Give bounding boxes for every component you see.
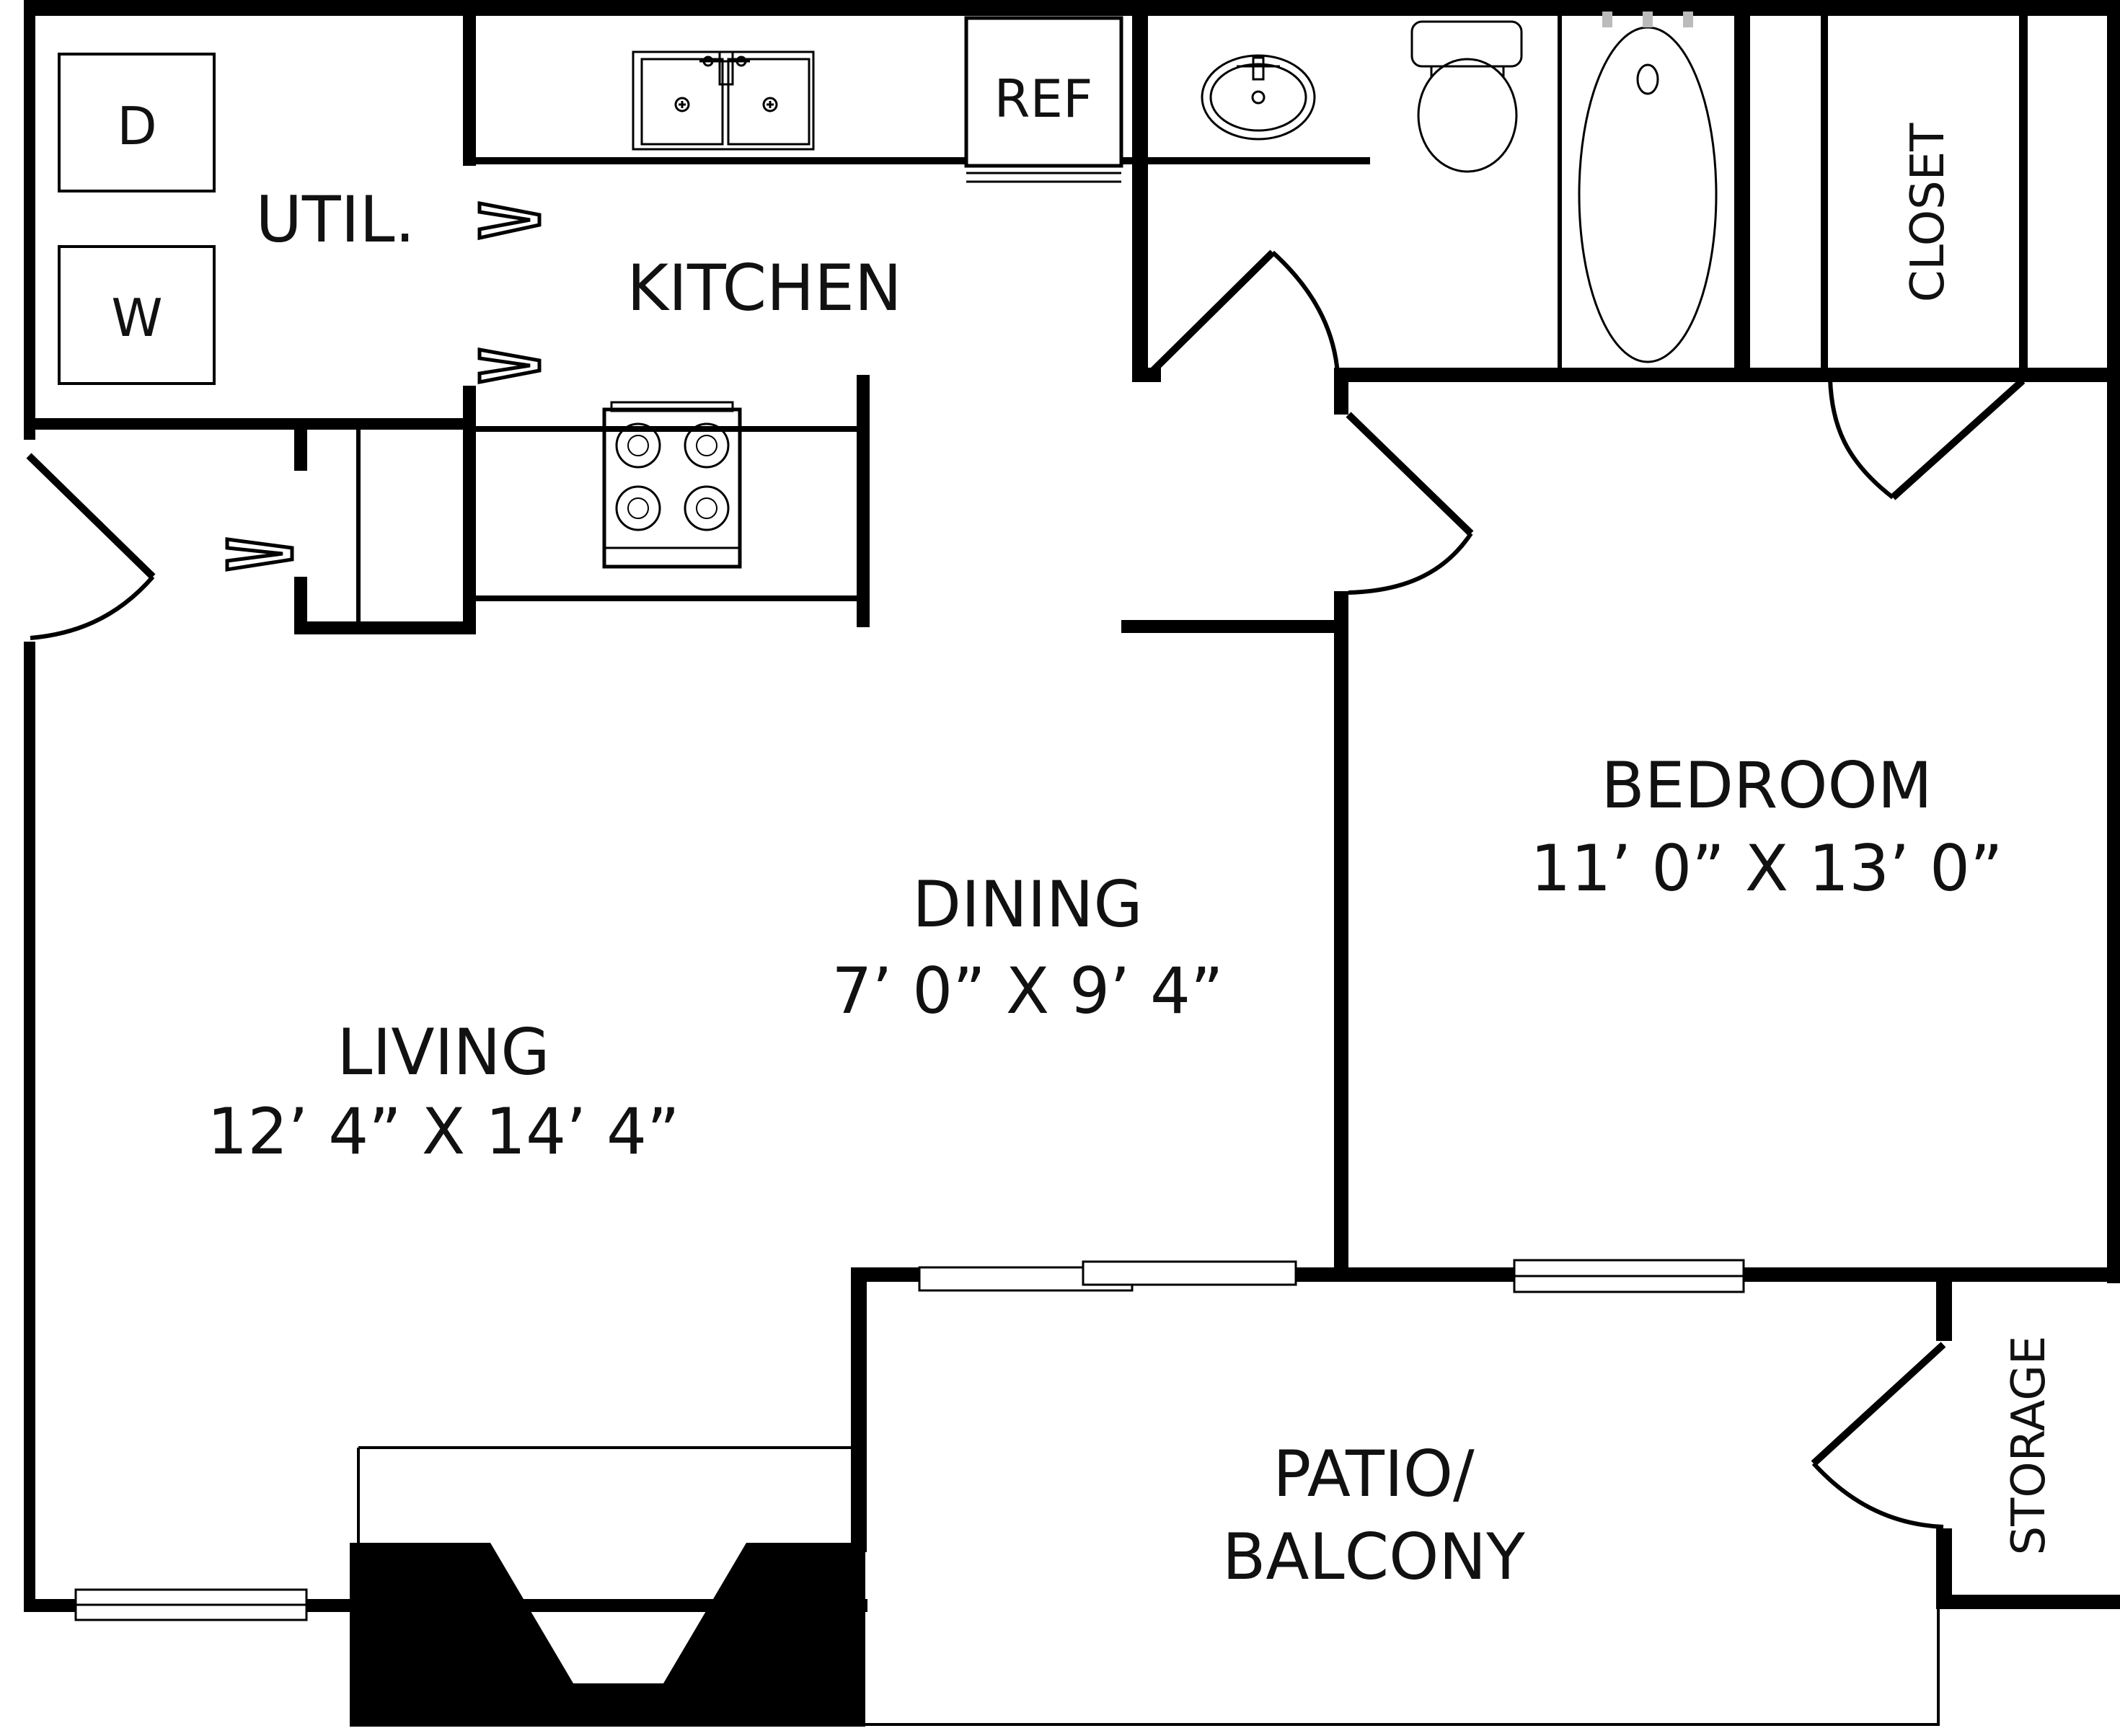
pantry-divider bbox=[356, 429, 361, 634]
wall-pantry-right bbox=[463, 429, 476, 634]
bathroom-door bbox=[1149, 249, 1276, 374]
washer: W bbox=[58, 245, 216, 385]
wall-pantry-left-bottom bbox=[294, 577, 307, 634]
wall-bath-left bbox=[1132, 13, 1148, 382]
stove bbox=[602, 401, 742, 569]
room-label-living: LIVING bbox=[337, 1015, 549, 1089]
room-dimensions-dining: 7’ 0” X 9’ 4” bbox=[831, 954, 1223, 1028]
room-label-dining: DINING bbox=[912, 867, 1143, 942]
room-label-patio-line1: PATIO/ bbox=[1273, 1437, 1475, 1511]
wall-bath-bottom-b bbox=[1334, 368, 2120, 382]
wall-pantry-bottom bbox=[294, 621, 474, 634]
wall-bedroom-left bbox=[1334, 591, 1348, 1276]
doors bbox=[26, 249, 2026, 1529]
wall-storage-bottom bbox=[1936, 1595, 2120, 1609]
vanity-counter bbox=[1147, 157, 1370, 164]
wall-pantry-left-top bbox=[294, 429, 307, 471]
room-label-patio-line2: BALCONY bbox=[1222, 1520, 1525, 1594]
wall-patio-left bbox=[851, 1267, 867, 1552]
wall-dining-header bbox=[1121, 620, 1345, 633]
wall-left-lower bbox=[24, 642, 35, 1611]
wall-right-upper bbox=[2107, 0, 2120, 1283]
closet-wall-inner bbox=[1821, 13, 1828, 373]
toilet bbox=[1410, 20, 1523, 173]
wall-util-kitchen-upper bbox=[463, 13, 476, 166]
room-label-utility: UTIL. bbox=[255, 182, 415, 257]
dryer-label: D bbox=[117, 96, 156, 156]
room-dimensions-living: 12’ 4” X 14’ 4” bbox=[207, 1094, 679, 1169]
room-label-closet: CLOSET bbox=[1902, 123, 1955, 303]
windows bbox=[74, 1259, 1745, 1621]
wall-bath-closet bbox=[1734, 13, 1750, 373]
kitchen-counter-top bbox=[472, 157, 1147, 164]
wall-peninsula-end bbox=[857, 375, 870, 627]
storage-door bbox=[1811, 1342, 1946, 1466]
patio-outline bbox=[357, 1446, 1940, 1726]
window-dining-b bbox=[1082, 1260, 1297, 1286]
dryer: D bbox=[58, 53, 216, 192]
wall-top-left bbox=[24, 0, 1139, 16]
bifold-doors bbox=[225, 200, 542, 572]
wall-storage-left-top bbox=[1936, 1276, 1952, 1341]
peninsula-counter bbox=[472, 426, 858, 601]
refrigerator-label: REF bbox=[994, 68, 1093, 129]
wall-left-upper bbox=[24, 0, 35, 440]
bathroom-sink bbox=[1201, 54, 1316, 141]
fireplace bbox=[350, 1543, 865, 1727]
bedroom-door bbox=[1346, 412, 1474, 536]
closet-door bbox=[1890, 378, 2026, 500]
closet-wall-right bbox=[2019, 13, 2028, 373]
kitchen-sink bbox=[632, 50, 815, 151]
bathtub bbox=[1578, 12, 1718, 363]
refrigerator: REF bbox=[964, 16, 1123, 183]
tub-wall-left bbox=[1558, 13, 1562, 373]
room-label-bedroom: BEDROOM bbox=[1601, 748, 1932, 823]
wall-storage-left-bottom bbox=[1936, 1528, 1952, 1608]
entry-door bbox=[26, 453, 156, 580]
room-label-kitchen: KITCHEN bbox=[627, 251, 901, 325]
room-label-storage: STORAGE bbox=[2002, 1336, 2056, 1556]
wall-bedroom-top-stub bbox=[1334, 378, 1348, 415]
room-dimensions-bedroom: 11’ 0” X 13’ 0” bbox=[1530, 831, 2002, 905]
washer-label: W bbox=[111, 288, 162, 348]
wall-top-right bbox=[1139, 0, 2120, 16]
wall-util-bottom bbox=[24, 418, 476, 430]
